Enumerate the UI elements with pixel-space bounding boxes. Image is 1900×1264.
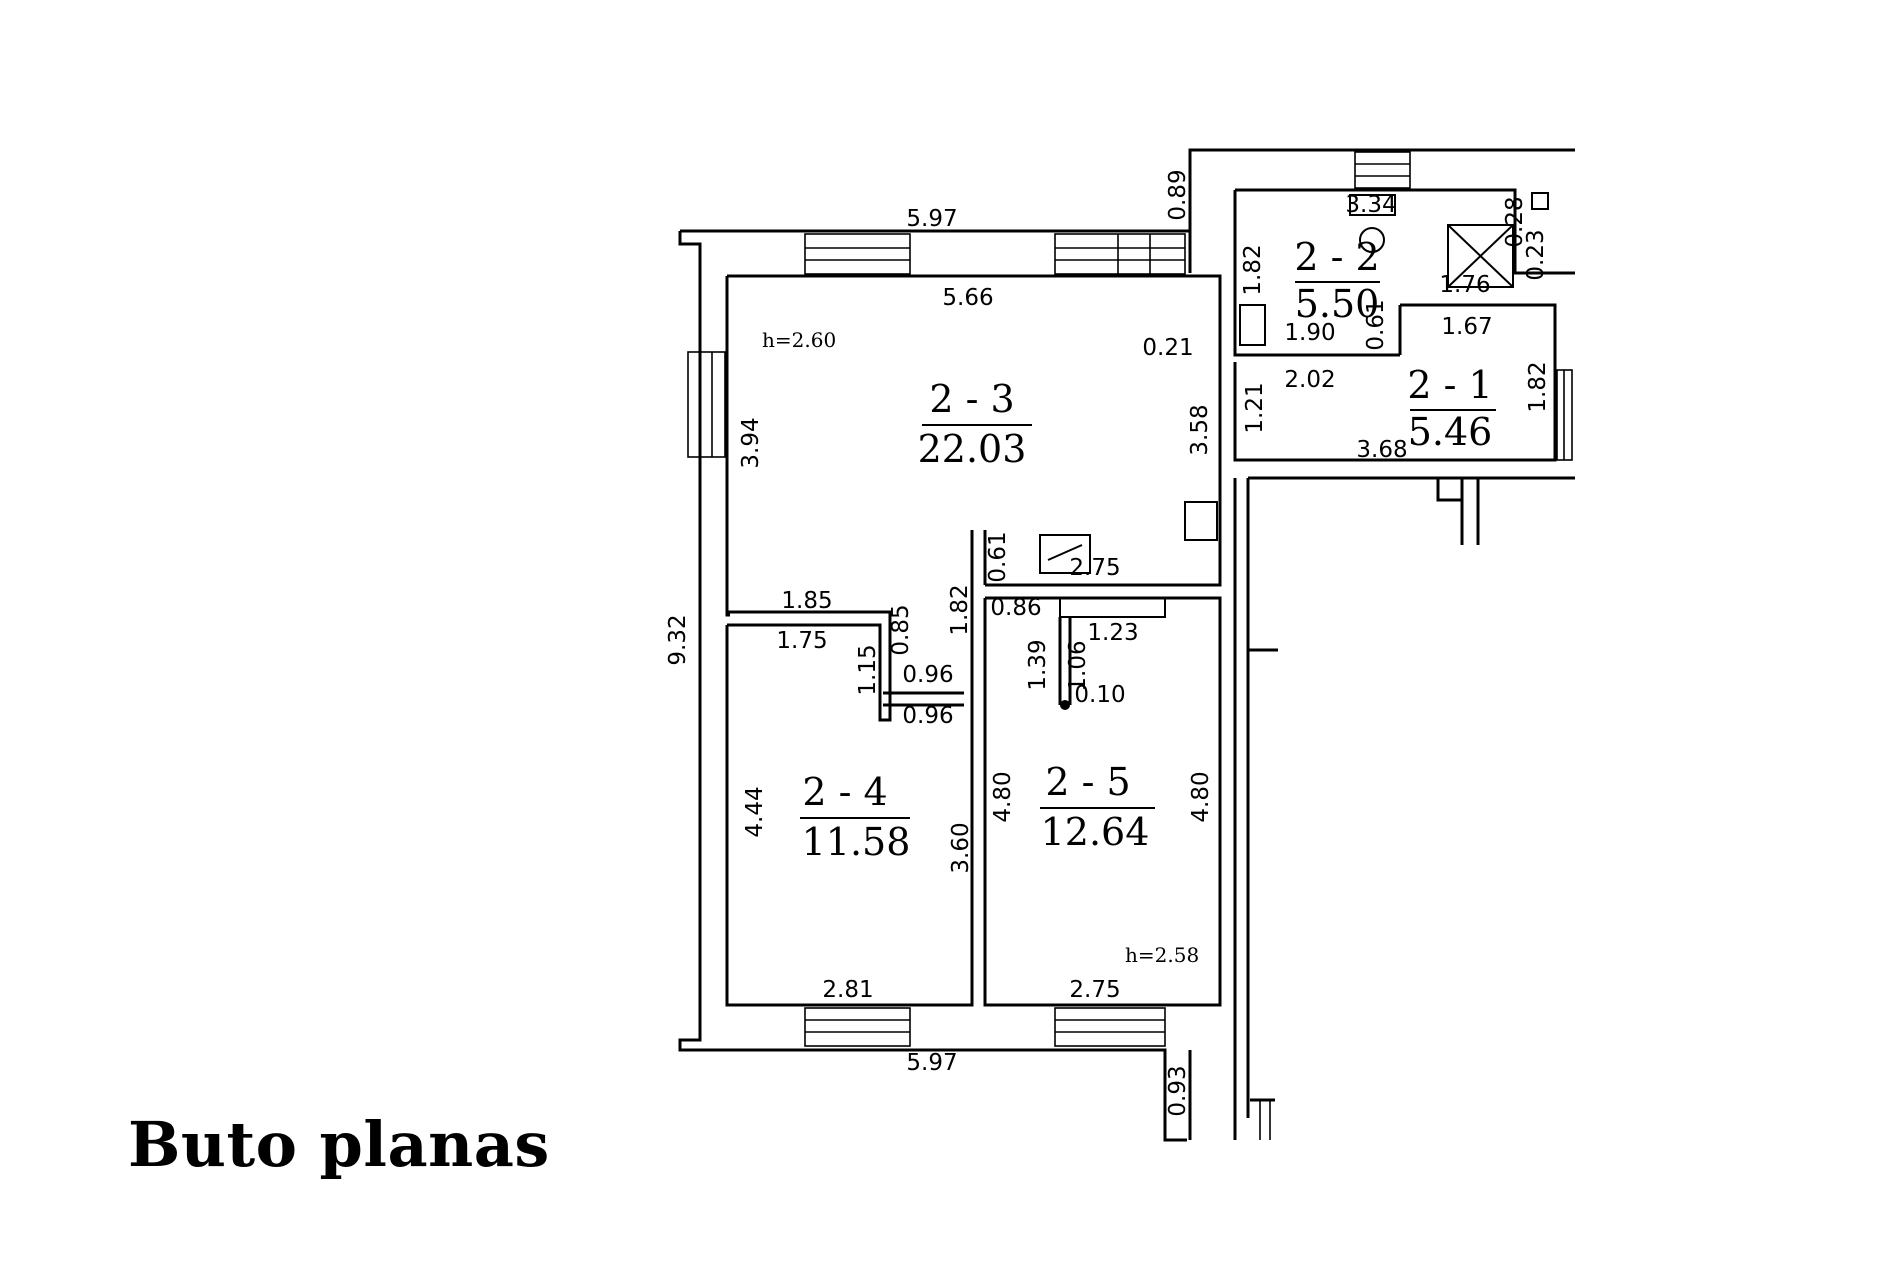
windows [687,151,1573,1140]
svg-text:0.93: 0.93 [1165,1065,1191,1116]
svg-text:2 - 4: 2 - 4 [802,770,887,814]
svg-text:1.75: 1.75 [776,628,827,654]
svg-text:2 - 1: 2 - 1 [1407,363,1492,407]
svg-text:5.50: 5.50 [1295,282,1380,326]
interior-walls [725,530,1222,1007]
svg-text:9.32: 9.32 [665,614,691,665]
svg-text:0.89: 0.89 [1165,169,1191,220]
svg-text:0.21: 0.21 [1142,335,1193,361]
svg-text:11.58: 11.58 [802,820,911,864]
svg-text:1.67: 1.67 [1441,314,1492,340]
svg-text:5.97: 5.97 [906,206,957,232]
room-label-2-2: 2 - 2 5.50 [1294,235,1380,326]
svg-text:1.23: 1.23 [1087,620,1138,646]
svg-text:1.15: 1.15 [855,644,881,695]
svg-text:2.02: 2.02 [1284,367,1335,393]
fixtures [1039,192,1549,574]
svg-text:5.97: 5.97 [906,1050,957,1076]
svg-text:5.46: 5.46 [1408,410,1493,454]
svg-text:1.06: 1.06 [1065,640,1091,691]
svg-text:4.80: 4.80 [990,771,1016,822]
svg-text:3.58: 3.58 [1187,404,1213,455]
svg-text:3.94: 3.94 [738,417,764,468]
svg-text:0.61: 0.61 [1363,299,1389,350]
svg-text:2 - 5: 2 - 5 [1045,760,1130,804]
svg-text:22.03: 22.03 [918,427,1027,471]
svg-text:4.80: 4.80 [1188,771,1214,822]
room-label-2-5: 2 - 5 12.64 [1040,760,1155,854]
svg-text:1.39: 1.39 [1025,639,1051,690]
room-label-2-3: 2 - 3 22.03 [918,377,1032,471]
svg-text:2.81: 2.81 [822,977,873,1003]
plan-caption: Buto planas [128,1108,550,1181]
svg-text:4.44: 4.44 [742,786,768,837]
svg-text:1.76: 1.76 [1439,272,1490,298]
svg-text:1.21: 1.21 [1242,382,1268,433]
svg-text:3.60: 3.60 [948,822,974,873]
corridor-walls [1233,188,1575,1140]
svg-text:1.82: 1.82 [947,584,973,635]
svg-text:0.61: 0.61 [985,531,1011,582]
outer-walls [678,148,1575,1142]
svg-text:0.28: 0.28 [1502,196,1528,247]
svg-text:0.86: 0.86 [990,595,1041,621]
room-label-2-4: 2 - 4 11.58 [800,770,910,864]
ceiling-height-living: h=2.60 [762,328,836,352]
svg-text:0.96: 0.96 [902,703,953,729]
dimension-labels: 5.97 5.66 5.97 3.34 1.90 1.76 1.67 2.02 … [776,192,1492,1076]
vertical-dimension-labels: 9.32 3.94 3.58 0.89 0.93 1.82 0.61 0.28 … [665,169,1551,1116]
svg-text:2 - 3: 2 - 3 [929,377,1014,421]
svg-text:2 - 2: 2 - 2 [1294,235,1379,279]
svg-text:5.66: 5.66 [942,285,993,311]
svg-text:2.75: 2.75 [1069,977,1120,1003]
svg-text:1.90: 1.90 [1284,320,1335,346]
svg-text:1.82: 1.82 [1525,361,1551,412]
svg-text:0.23: 0.23 [1523,229,1549,280]
svg-text:1.82: 1.82 [1240,244,1266,295]
svg-text:0.85: 0.85 [888,604,914,655]
svg-text:2.75: 2.75 [1069,555,1120,581]
svg-text:0.96: 0.96 [902,662,953,688]
svg-text:3.34: 3.34 [1345,192,1396,218]
svg-text:1.85: 1.85 [781,588,832,614]
room-label-2-1: 2 - 1 5.46 [1407,363,1496,454]
svg-text:0.10: 0.10 [1074,682,1125,708]
svg-text:12.64: 12.64 [1041,810,1150,854]
ceiling-height-bedroom: h=2.58 [1125,943,1199,967]
svg-text:3.68: 3.68 [1356,437,1407,463]
